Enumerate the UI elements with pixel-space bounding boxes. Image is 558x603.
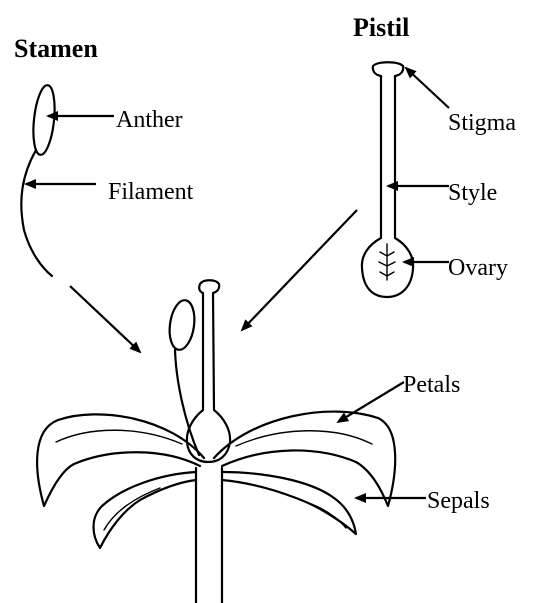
stamen-to-flower-arrow: [70, 286, 140, 352]
anther-label: Anther: [116, 108, 183, 132]
right-petal-vein: [236, 431, 372, 446]
left-sepal: [94, 472, 197, 548]
stigma-arrow: [406, 68, 449, 108]
stigma-label: Stigma: [448, 111, 516, 135]
stem-shape: [196, 468, 222, 603]
flower-anther: [167, 299, 198, 352]
stamen-heading: Stamen: [14, 36, 98, 62]
stamen-detail: [21, 84, 57, 276]
anther-shape: [30, 84, 57, 156]
right-sepal: [222, 472, 356, 534]
right-sepal-vein: [300, 500, 346, 528]
ovary-label: Ovary: [448, 256, 508, 280]
petals-label: Petals: [403, 373, 460, 397]
filament-label: Filament: [108, 180, 193, 204]
style-label: Style: [448, 181, 497, 205]
flower: [37, 280, 395, 603]
pistil-heading: Pistil: [353, 15, 409, 41]
filament-shape: [21, 150, 52, 276]
pistil-to-flower-arrow: [242, 210, 357, 330]
right-petal: [214, 412, 395, 506]
sepals-label: Sepals: [427, 489, 490, 513]
left-petal-vein: [56, 430, 182, 444]
ovules: [379, 244, 395, 280]
